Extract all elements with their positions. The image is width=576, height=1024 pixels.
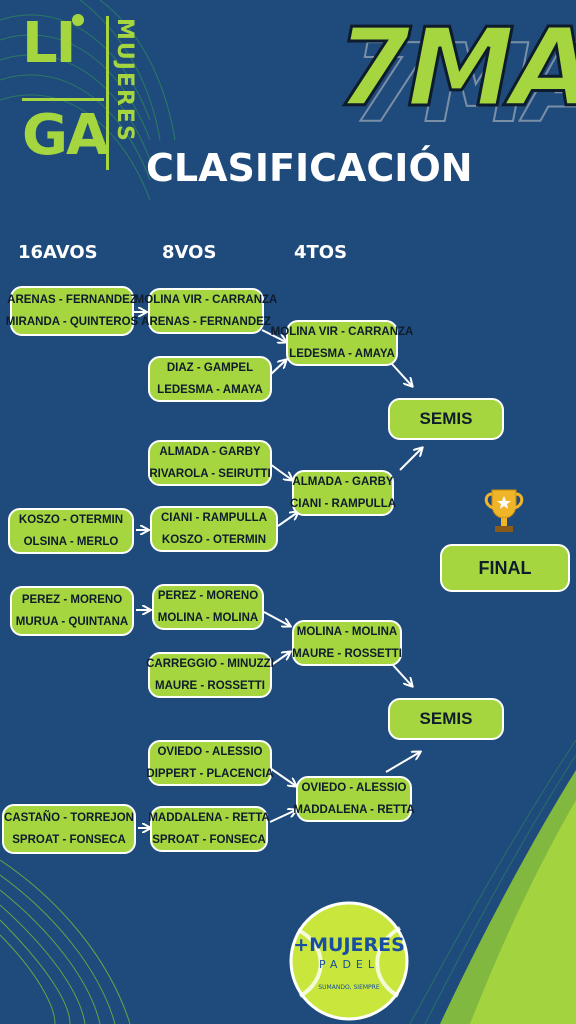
match-card-8vos: DIAZ - GAMPEL LEDESMA - AMAYA	[148, 356, 272, 402]
logo-divider	[22, 98, 104, 101]
logo-divider-vertical	[106, 16, 109, 170]
team-name: RIVAROLA - SEIRUTTI	[149, 468, 271, 480]
round-header-8vos: 8VOS	[162, 242, 217, 263]
team-name: PEREZ - MORENO	[21, 594, 123, 606]
team-name: MAURE - ROSSETTI	[292, 648, 402, 660]
page-title: CLASIFICACIÓN	[146, 146, 473, 190]
team-name: MADDALENA - RETTA	[293, 804, 415, 816]
team-name: MAURE - ROSSETTI	[155, 680, 265, 692]
team-name: KOSZO - OTERMIN	[18, 514, 124, 526]
semis-card-top: SEMIS	[388, 398, 504, 440]
arrow	[261, 329, 286, 342]
team-name: ARENAS - FERNANDEZ	[7, 294, 137, 306]
ball-logo-title: +MUJERES	[293, 934, 405, 956]
team-name: SPROAT - FONSECA	[152, 834, 266, 846]
match-card-8vos: MOLINA VIR - CARRANZA ARENAS - FERNANDEZ	[135, 288, 277, 334]
match-card-8vos: CARREGGIO - MINUZZI MAURE - ROSSETTI	[146, 652, 274, 698]
arrow	[269, 463, 292, 480]
team-name: OVIEDO - ALESSIO	[157, 746, 263, 758]
team-name: ALMADA - GARBY	[292, 476, 394, 488]
team-name: MOLINA VIR - CARRANZA	[270, 326, 414, 338]
match-card-4tos: MOLINA - MOLINA MAURE - ROSSETTI	[292, 620, 402, 666]
team-name: KOSZO - OTERMIN	[161, 534, 267, 546]
arrow	[277, 512, 298, 527]
arrow	[391, 663, 412, 686]
team-name: CASTAÑO - TORREJON	[4, 812, 134, 824]
team-name: MADDALENA - RETTA	[148, 812, 270, 824]
arrow	[391, 363, 412, 386]
match-card-4tos: OVIEDO - ALESSIO MADDALENA - RETTA	[293, 776, 415, 822]
match-card-8vos: ALMADA - GARBY RIVAROLA - SEIRUTTI	[148, 440, 272, 486]
logo-liga-line1: LI	[22, 11, 77, 76]
team-name: LEDESMA - AMAYA	[157, 384, 263, 396]
team-name: MURUA - QUINTANA	[15, 616, 129, 628]
round-header-16avos: 16AVOS	[18, 242, 98, 263]
liga-mujeres-logo: LI GA MUJERES	[16, 10, 146, 180]
arrow	[269, 810, 296, 823]
match-card-8vos: MADDALENA - RETTA SPROAT - FONSECA	[148, 806, 270, 852]
final-card: FINAL	[440, 544, 570, 592]
team-name: CIANI - RAMPULLA	[160, 512, 268, 524]
match-card-16avos: ARENAS - FERNANDEZ MIRANDA - QUINTEROS	[6, 286, 138, 336]
match-card-16avos: CASTAÑO - TORREJON SPROAT - FONSECA	[2, 804, 136, 854]
team-name: MOLINA - MOLINA	[296, 626, 398, 638]
match-card-8vos: OVIEDO - ALESSIO DIPPERT - PLACENCIA	[146, 740, 274, 786]
match-card-16avos: KOSZO - OTERMIN OLSINA - MERLO	[8, 508, 134, 554]
team-name: ARENAS - FERNANDEZ	[141, 316, 271, 328]
match-card-4tos: ALMADA - GARBY CIANI - RAMPULLA	[289, 470, 397, 516]
team-name: LEDESMA - AMAYA	[289, 348, 395, 360]
trophy-icon	[484, 489, 524, 532]
team-name: CARREGGIO - MINUZZI	[146, 658, 274, 670]
arrow	[269, 767, 296, 786]
logo-mujeres: MUJERES	[112, 18, 137, 143]
arrow	[269, 360, 286, 376]
team-name: OVIEDO - ALESSIO	[301, 782, 407, 794]
team-name: MOLINA VIR - CARRANZA	[134, 294, 278, 306]
team-name: PEREZ - MORENO	[157, 590, 259, 602]
team-name: ALMADA - GARBY	[159, 446, 261, 458]
arrow	[385, 752, 420, 773]
team-name: CIANI - RAMPULLA	[289, 498, 397, 510]
category-title: 7MA	[334, 6, 576, 131]
arrow	[399, 448, 422, 471]
ball-logo-subtitle: PADEL	[318, 958, 379, 971]
ball-logo-tagline: SUMANDO, SIEMPRE	[318, 984, 380, 991]
match-card-8vos: PEREZ - MORENO MOLINA - MOLINA	[152, 584, 264, 630]
team-name: MIRANDA - QUINTEROS	[5, 316, 139, 328]
round-header-4tos: 4TOS	[294, 242, 348, 263]
match-card-16avos: PEREZ - MORENO MURUA - QUINTANA	[10, 586, 134, 636]
team-name: DIPPERT - PLACENCIA	[146, 768, 274, 780]
mujeres-padel-logo: +MUJERES PADEL SUMANDO, SIEMPRE	[288, 900, 410, 1022]
logo-liga-line2: GA	[22, 103, 109, 168]
tennis-ball-icon	[72, 14, 84, 26]
team-name: SPROAT - FONSECA	[12, 834, 126, 846]
team-name: DIAZ - GAMPEL	[166, 362, 254, 374]
semis-card-bottom: SEMIS	[388, 698, 504, 740]
category-title-shadow: 7MA	[351, 22, 576, 147]
match-card-8vos: CIANI - RAMPULLA KOSZO - OTERMIN	[150, 506, 278, 552]
team-name: OLSINA - MERLO	[23, 536, 119, 548]
match-card-4tos: MOLINA VIR - CARRANZA LEDESMA - AMAYA	[271, 320, 413, 366]
arrow	[263, 611, 290, 626]
arrow	[269, 652, 290, 667]
tennis-ball-icon	[289, 901, 409, 1021]
team-name: MOLINA - MOLINA	[157, 612, 259, 624]
